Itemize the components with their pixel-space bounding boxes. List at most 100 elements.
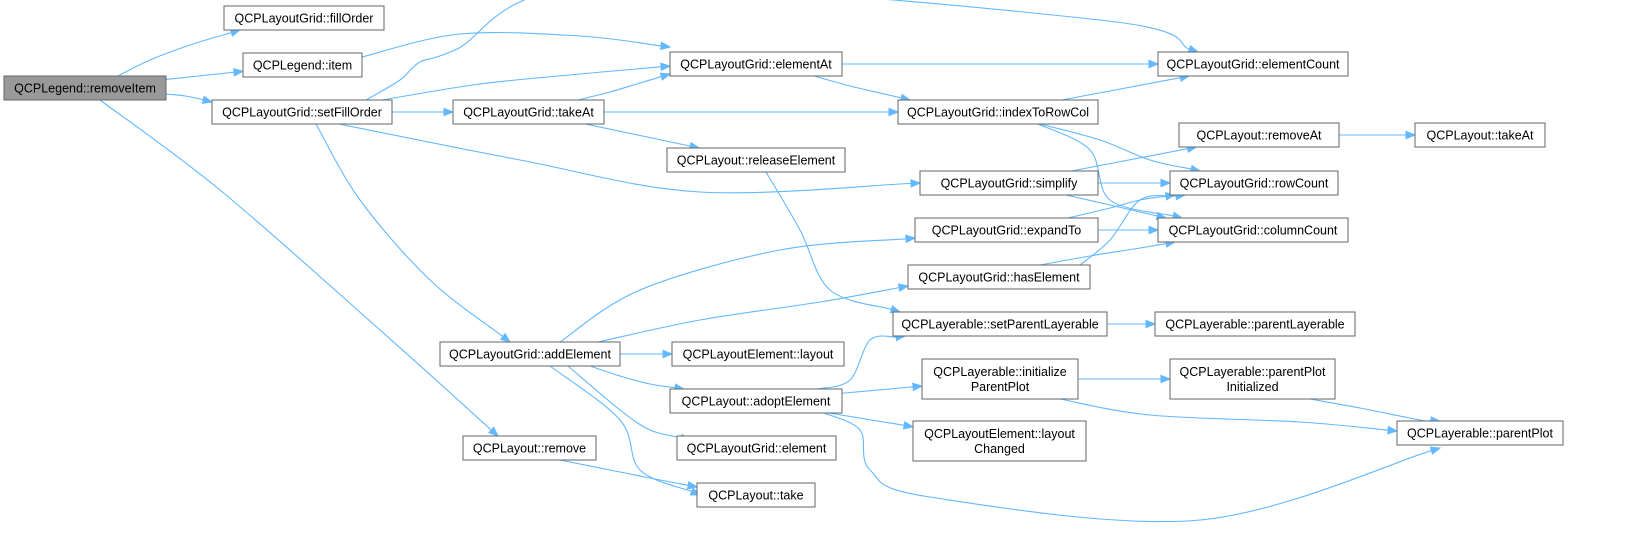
edge-item-to-elementAt	[361, 31, 672, 58]
edge-line	[1039, 242, 1167, 266]
edge-addElement-to-adoptElement	[589, 365, 686, 392]
node-indexToRowCol[interactable]: QCPLayoutGrid::indexToRowCol	[897, 99, 1099, 125]
arrowhead	[888, 107, 900, 117]
node-item[interactable]: QCPLegend::item	[242, 52, 363, 78]
node-fillOrder[interactable]: QCPLayoutGrid::fillOrder	[223, 5, 385, 31]
node-addElement[interactable]: QCPLayoutGrid::addElement	[439, 341, 621, 367]
node-label: ParentPlot	[971, 380, 1030, 394]
arrowhead	[659, 72, 672, 81]
node-takeAt[interactable]: QCPLayoutGrid::takeAt	[452, 99, 605, 125]
edge-line	[165, 93, 204, 101]
edge-line	[361, 31, 662, 58]
nodes-layer: QCPLegend::removeItem QCPLayoutGrid::fill…	[3, 5, 1564, 508]
node-setParentLayerable[interactable]: QCPLayerable::setParentLayerable	[892, 311, 1108, 337]
node-removeAt[interactable]: QCPLayout::removeAt	[1178, 122, 1340, 148]
node-box	[462, 435, 597, 461]
node-label: QCPLayerable::parentPlot	[1180, 365, 1326, 379]
node-columnCount[interactable]: QCPLayoutGrid::columnCount	[1157, 217, 1349, 243]
node-label: QCPLayoutGrid::elementAt	[680, 58, 832, 72]
node-layout[interactable]: QCPLayoutElement::layout	[671, 341, 845, 367]
edge-line	[1309, 398, 1432, 422]
edge-line	[1061, 77, 1181, 101]
node-adoptElement[interactable]: QCPLayout::adoptElement	[669, 388, 843, 414]
node-setFillOrder[interactable]: QCPLayoutGrid::setFillOrder	[211, 99, 393, 125]
node-box	[439, 341, 621, 367]
node-box	[1157, 51, 1349, 77]
node-box	[1169, 358, 1336, 400]
arrowhead	[499, 332, 512, 343]
edge-line	[585, 123, 691, 147]
node-label: QCPLayoutGrid::columnCount	[1169, 224, 1338, 238]
edge-setFillOrder-to-elementCount	[365, 0, 1200, 101]
edge-simplify-to-rowCount	[1098, 178, 1172, 188]
edge-line	[1071, 148, 1188, 172]
edge-elementAt-to-elementCount	[842, 59, 1160, 69]
edge-hasElement-to-columnCount	[1039, 239, 1177, 266]
edge-initializeParentPlot-to-parentPlot	[1059, 398, 1399, 435]
node-rowCount[interactable]: QCPLayoutGrid::rowCount	[1169, 170, 1339, 196]
node-label: QCPLegend::item	[253, 59, 352, 73]
node-label: QCPLayerable::setParentLayerable	[901, 318, 1098, 332]
arrowhead	[905, 234, 917, 244]
node-elementCount[interactable]: QCPLayoutGrid::elementCount	[1157, 51, 1349, 77]
edge-initializeParentPlot-to-parentPlotInitialized	[1078, 374, 1172, 384]
edge-line	[559, 459, 689, 486]
arrowhead	[1160, 374, 1172, 384]
node-label: QCPLayoutGrid::element	[687, 442, 827, 456]
node-label: QCPLayout::take	[708, 489, 803, 503]
node-label: QCPLayoutGrid::expandTo	[932, 224, 1081, 238]
arrowhead	[443, 107, 455, 117]
node-takeAtLayout[interactable]: QCPLayout::takeAt	[1414, 122, 1546, 148]
node-label: QCPLayoutGrid::setFillOrder	[222, 106, 382, 120]
edge-line	[567, 365, 682, 439]
node-element[interactable]: QCPLayoutGrid::element	[676, 435, 837, 461]
edge-removeItem-to-item	[165, 67, 245, 80]
node-take[interactable]: QCPLayout::take	[696, 482, 816, 508]
node-elementAt[interactable]: QCPLayoutGrid::elementAt	[669, 51, 843, 77]
node-box	[669, 388, 843, 414]
arrowhead	[902, 420, 915, 430]
edge-line	[823, 412, 1432, 523]
arrowhead	[660, 62, 672, 72]
edge-line	[381, 66, 662, 101]
node-label: QCPLayoutGrid::takeAt	[463, 106, 594, 120]
node-box	[3, 75, 167, 101]
edge-line	[577, 76, 662, 101]
edge-line	[1039, 123, 1192, 170]
edge-line	[828, 412, 905, 426]
node-label: QCPLayoutElement::layout	[683, 348, 834, 362]
node-removeItem[interactable]: QCPLegend::removeItem	[3, 75, 167, 101]
edges-layer	[99, 0, 1442, 523]
arrowhead	[660, 41, 672, 51]
node-simplify[interactable]: QCPLayoutGrid::simplify	[919, 170, 1099, 196]
edge-elementAt-to-indexToRowCol	[813, 75, 912, 103]
node-releaseElement[interactable]: QCPLayout::releaseElement	[666, 147, 846, 173]
node-remove[interactable]: QCPLayout::remove	[462, 435, 597, 461]
edge-removeItem-to-remove	[99, 99, 500, 437]
arrowhead	[233, 67, 245, 77]
edge-line	[817, 335, 897, 390]
edge-takeAt-to-elementAt	[577, 72, 672, 101]
edge-line	[338, 123, 912, 194]
arrowhead	[1148, 225, 1160, 235]
node-label: QCPLayout::removeAt	[1196, 129, 1322, 143]
edge-setFillOrder-to-simplify	[338, 123, 922, 194]
node-hasElement[interactable]: QCPLayoutGrid::hasElement	[907, 264, 1091, 290]
node-label: QCPLayerable::parentPlot	[1407, 427, 1553, 441]
node-expandTo[interactable]: QCPLayoutGrid::expandTo	[914, 217, 1099, 243]
edge-expandTo-to-columnCount	[1098, 225, 1160, 235]
edge-simplify-to-removeAt	[1071, 144, 1198, 172]
edge-indexToRowCol-to-elementCount	[1061, 73, 1191, 101]
arrowhead	[686, 480, 699, 490]
node-box	[696, 482, 816, 508]
node-box	[912, 420, 1087, 462]
arrowhead	[910, 179, 922, 188]
node-parentLayerable[interactable]: QCPLayerable::parentLayerable	[1154, 311, 1356, 337]
node-parentPlot[interactable]: QCPLayerable::parentPlot	[1396, 420, 1564, 446]
edge-addElement-to-expandTo	[559, 234, 917, 343]
edge-line	[1067, 195, 1167, 219]
